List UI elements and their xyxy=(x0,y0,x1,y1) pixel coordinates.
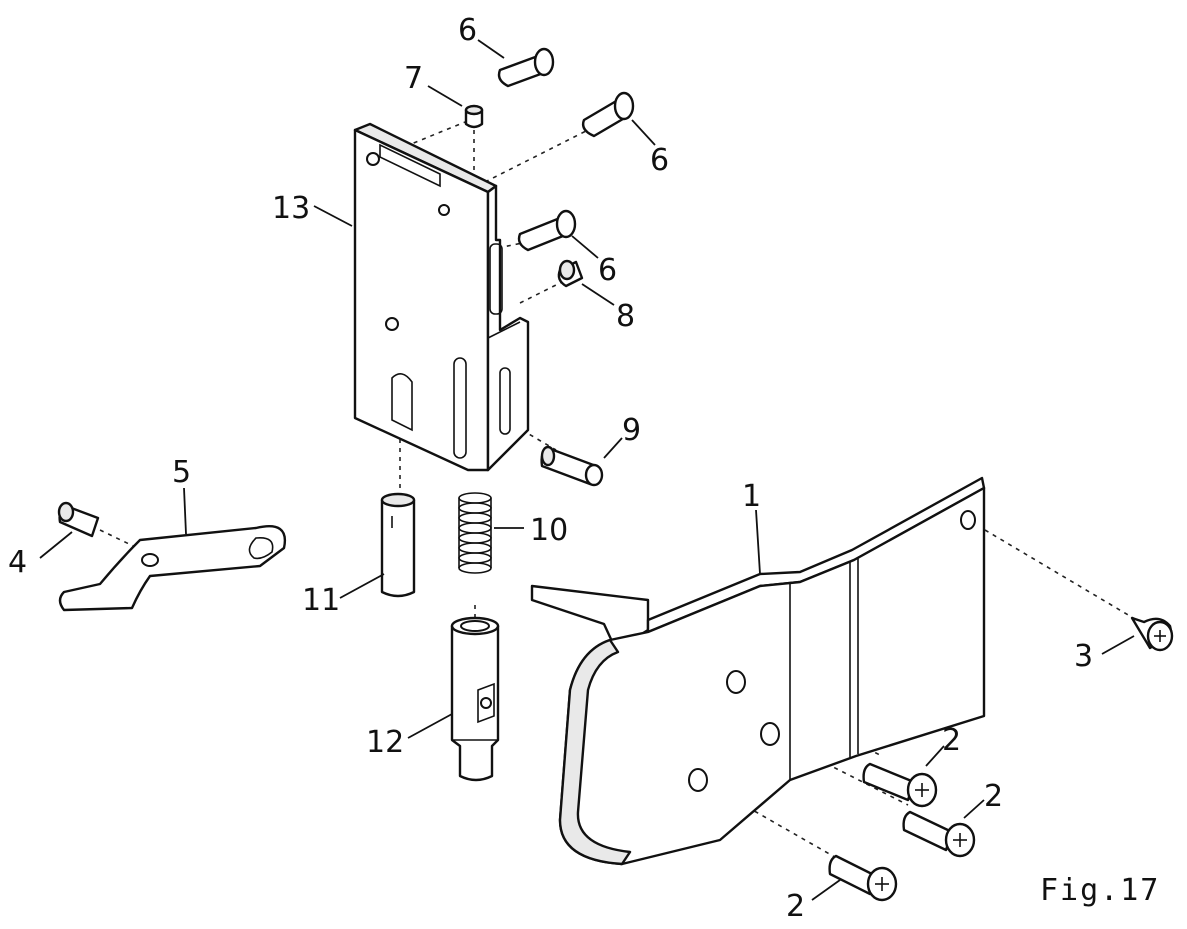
part-7-set-screw xyxy=(464,104,484,129)
part-6-pin-top xyxy=(497,47,555,88)
part-2-screw-upper xyxy=(862,762,938,808)
part-6-pin-lower xyxy=(517,209,577,252)
part-6-pin-middle xyxy=(581,91,635,138)
callout-labels: 6 7 6 13 6 8 9 5 1 10 4 11 3 12 2 2 2 xyxy=(8,13,1093,924)
part-2-screw-middle xyxy=(902,810,976,858)
callout-4: 4 xyxy=(8,545,27,580)
callout-2-middle: 2 xyxy=(984,779,1003,814)
part-12-plunger xyxy=(450,616,500,782)
callout-7: 7 xyxy=(404,61,423,96)
callout-2-lower: 2 xyxy=(786,889,805,924)
callout-12: 12 xyxy=(366,725,404,760)
callout-10: 10 xyxy=(530,513,568,548)
callout-8: 8 xyxy=(616,299,635,334)
callout-6-middle: 6 xyxy=(650,143,669,178)
callout-9: 9 xyxy=(622,413,641,448)
part-4-small-pin xyxy=(57,501,100,538)
part-1-plate xyxy=(530,476,986,866)
callout-11: 11 xyxy=(302,583,340,618)
callout-2-upper: 2 xyxy=(942,723,961,758)
part-10-spring xyxy=(458,492,492,574)
callout-6-top: 6 xyxy=(458,13,477,48)
callout-13: 13 xyxy=(272,191,310,226)
part-2-screw-lower xyxy=(828,854,898,902)
part-9-dowel xyxy=(540,445,604,487)
assembly-lines xyxy=(99,119,1141,861)
part-8-small-pin xyxy=(557,259,584,288)
leader-lines xyxy=(39,39,1135,901)
callout-5: 5 xyxy=(172,455,191,490)
part-11-pin xyxy=(380,492,416,598)
callout-1: 1 xyxy=(742,479,761,514)
part-3-screw xyxy=(1130,616,1174,652)
callout-3: 3 xyxy=(1074,639,1093,674)
part-5-lever xyxy=(58,525,287,612)
callout-6-lower: 6 xyxy=(598,253,617,288)
figure-label: Fig.17 xyxy=(1040,873,1160,908)
part-13-bracket xyxy=(353,122,530,472)
